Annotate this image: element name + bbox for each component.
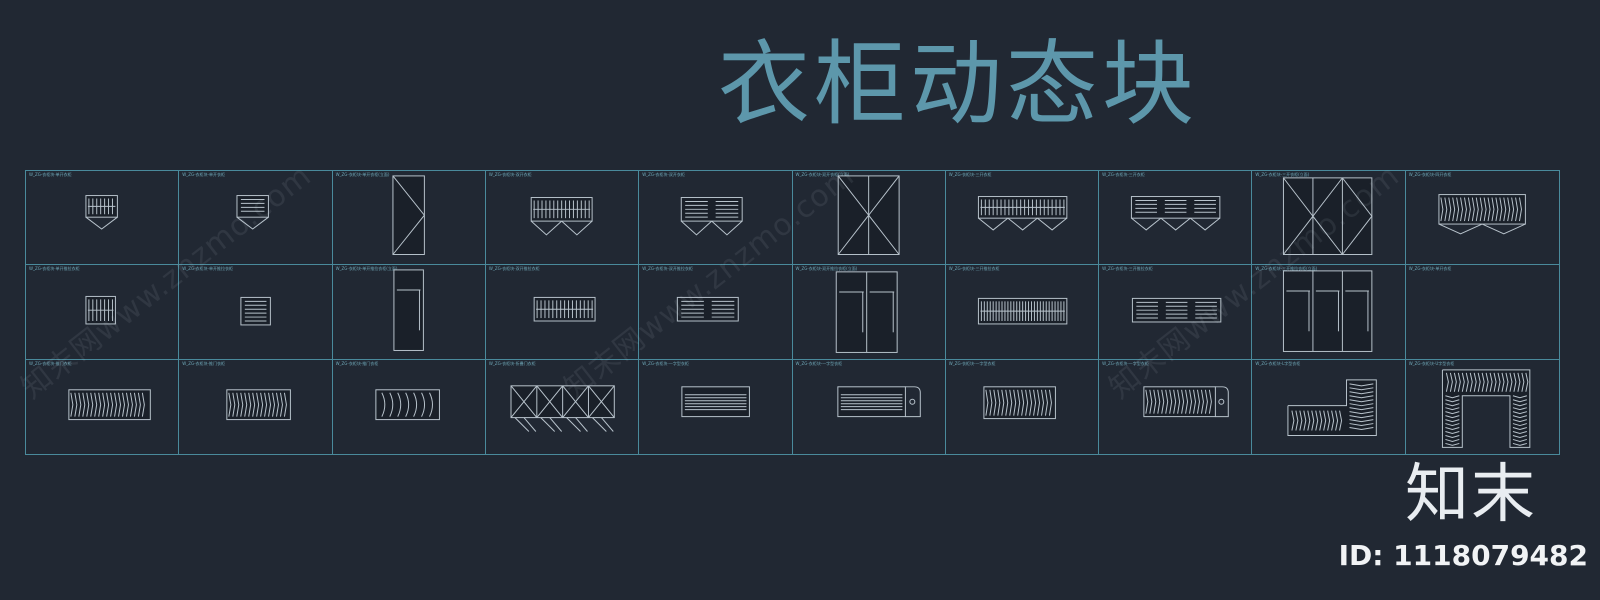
block-cell[interactable]: W_ZG-衣柜块-单开推拉衣柜 xyxy=(26,265,180,360)
block-label: W_ZG-衣柜块-三开推拉衣柜(立面) xyxy=(1255,266,1318,272)
block-label: W_ZG-衣柜块-三开推拉衣柜 xyxy=(1102,266,1153,272)
block-cell[interactable]: W_ZG-衣柜块-双开衣柜 xyxy=(639,171,793,266)
block-cell[interactable]: W_ZG-衣柜块-三开衣柜 xyxy=(945,171,1100,266)
block-cell[interactable]: W_ZG-衣柜块-双开推拉衣柜(立面) xyxy=(792,265,946,360)
block-cell[interactable]: W_ZG-衣柜块-单开推拉衣柜 xyxy=(179,265,333,360)
block-label: W_ZG-衣柜块-三开推拉衣柜 xyxy=(948,266,1000,272)
block-cell[interactable]: W_ZG-衣柜块-单开推拉衣柜(立面) xyxy=(332,265,486,360)
double-sliding-elevation-icon xyxy=(835,271,898,354)
block-cell[interactable]: W_ZG-衣柜块-推门衣柜 xyxy=(179,359,333,454)
block-label: W_ZG-衣柜块-双开推拉衣柜 xyxy=(642,266,693,272)
block-cell[interactable]: W_ZG-衣柜块-三开推拉衣柜 xyxy=(945,265,1100,360)
block-label: W_ZG-衣柜块-U字型衣柜 xyxy=(1408,360,1455,366)
arc-hangers-icon xyxy=(374,388,440,420)
block-label: W_ZG-衣柜块-单开衣柜 xyxy=(1408,266,1452,272)
wide-sliding-hangers-icon xyxy=(68,388,151,420)
triple-door-shelves-icon xyxy=(1131,196,1221,231)
block-label: W_ZG-衣柜块-双开衣柜 xyxy=(642,172,685,177)
block-cell[interactable]: W_ZG-衣柜块-三开衣柜 xyxy=(1099,171,1253,266)
single-sliding-elevation-icon xyxy=(393,269,424,352)
double-sliding-shelves-icon xyxy=(677,297,739,322)
block-cell[interactable]: W_ZG-衣柜块-单开衣柜(立面) xyxy=(332,171,486,266)
block-label: W_ZG-衣柜块-双开衣柜(立面) xyxy=(795,172,850,177)
quad-door-hangers-icon xyxy=(1438,194,1526,235)
block-label: W_ZG-衣柜块-单开衣柜(立面) xyxy=(335,172,390,177)
page-title: 衣柜动态块 xyxy=(718,31,1199,138)
block-label: W_ZG-衣柜块-L字型衣柜 xyxy=(1255,360,1301,366)
block-cell[interactable]: W_ZG-衣柜块-U字型衣柜 xyxy=(1406,360,1559,454)
block-cell[interactable]: W_ZG-衣柜块-单开衣柜 xyxy=(1405,265,1559,360)
block-cell[interactable]: W_ZG-衣柜块-一字型衣柜 xyxy=(1099,359,1253,454)
block-cell[interactable]: W_ZG-衣柜块-三开衣柜(立面) xyxy=(1252,171,1406,266)
triple-sliding-elevation-icon xyxy=(1283,270,1373,353)
block-label: W_ZG-衣柜块-四开衣柜 xyxy=(1408,172,1452,177)
block-label: W_ZG-衣柜块-单开推拉衣柜 xyxy=(29,266,80,272)
block-cell[interactable]: W_ZG-衣柜块-双开衣柜 xyxy=(485,171,640,266)
block-cell[interactable]: W_ZG-衣柜块-一字型衣柜 xyxy=(946,359,1100,454)
double-door-hangers-icon xyxy=(530,197,593,236)
single-door-elevation-icon xyxy=(392,175,425,255)
block-cell[interactable]: W_ZG-衣柜块-L字型衣柜 xyxy=(1252,359,1406,454)
block-label: W_ZG-衣柜块-三开衣柜 xyxy=(1102,172,1145,177)
triple-sliding-hangers-icon xyxy=(977,298,1068,325)
block-cell[interactable]: W_ZG-衣柜块-单开衣柜 xyxy=(26,171,180,266)
image-id-label: ID: 1118079482 xyxy=(1338,539,1588,572)
block-label: W_ZG-衣柜块-双开推拉衣柜(立面) xyxy=(795,266,858,272)
block-cell[interactable]: W_ZG-衣柜块-四开衣柜 xyxy=(1405,171,1559,266)
block-label: W_ZG-衣柜块-推门衣柜 xyxy=(29,360,72,366)
block-cell[interactable]: W_ZG-衣柜块-一字型衣柜 xyxy=(639,359,793,454)
block-label: W_ZG-衣柜块-单开衣柜 xyxy=(29,172,72,177)
block-label: W_ZG-衣柜块-单开推拉衣柜 xyxy=(182,266,233,272)
block-label: W_ZG-衣柜块-单开推拉衣柜(立面) xyxy=(335,266,398,272)
triple-door-elevation-icon xyxy=(1283,177,1373,255)
single-sliding-hangers-icon xyxy=(85,296,116,325)
block-cell[interactable]: W_ZG-衣柜块-推门衣柜 xyxy=(26,359,180,454)
straight-walkin-icon xyxy=(681,385,751,417)
brand-logo: 知末 xyxy=(1405,458,1537,532)
block-label: W_ZG-衣柜块-一字型衣柜 xyxy=(642,360,689,366)
block-label: W_ZG-衣柜块-推门衣柜 xyxy=(182,360,225,366)
block-cell[interactable]: W_ZG-衣柜块-双开推拉衣柜 xyxy=(639,265,793,360)
straight-hangers-end-icon xyxy=(1143,385,1229,417)
l-shaped-wardrobe-icon xyxy=(1287,379,1378,436)
single-door-shelves-icon xyxy=(236,195,270,230)
block-label: W_ZG-衣柜块-双开衣柜 xyxy=(488,172,532,177)
block-label: W_ZG-衣柜块-一字型衣柜 xyxy=(795,360,843,366)
block-cell[interactable]: W_ZG-衣柜块-三开推拉衣柜 xyxy=(1099,265,1253,360)
block-cell[interactable]: W_ZG-衣柜块-推门衣柜 xyxy=(333,359,486,454)
block-cell[interactable]: W_ZG-衣柜块-三开推拉衣柜(立面) xyxy=(1252,265,1406,360)
block-label: W_ZG-衣柜块-一字型衣柜 xyxy=(948,360,996,366)
single-sliding-shelves-icon xyxy=(240,297,272,326)
medium-sliding-hangers-icon xyxy=(226,388,292,420)
single-door-hangers-icon xyxy=(85,195,118,230)
triple-sliding-shelves-icon xyxy=(1132,298,1222,323)
double-door-shelves-icon xyxy=(680,197,743,236)
block-cell[interactable]: W_ZG-衣柜块-单开衣柜 xyxy=(179,171,333,266)
straight-hangers-icon xyxy=(983,385,1056,419)
folding-door-icon xyxy=(510,384,615,432)
block-label: W_ZG-衣柜块-折叠门衣柜 xyxy=(488,360,536,366)
block-label: W_ZG-衣柜块-推门衣柜 xyxy=(335,360,379,366)
block-label: W_ZG-衣柜块-三开衣柜 xyxy=(948,172,992,177)
block-cell[interactable]: W_ZG-衣柜块-双开衣柜(立面) xyxy=(792,171,946,266)
block-cell[interactable]: W_ZG-衣柜块-双开推拉衣柜 xyxy=(485,265,640,360)
u-shaped-wardrobe-icon xyxy=(1441,369,1531,448)
triple-door-hangers-icon xyxy=(977,196,1068,231)
block-label: W_ZG-衣柜块-单开衣柜 xyxy=(182,172,225,177)
empty-cell xyxy=(1406,265,1559,358)
wardrobe-block-grid: W_ZG-衣柜块-单开衣柜 W_ZG-衣柜块-单开衣柜 W_ZG-衣柜块-单开衣柜(… xyxy=(25,170,1560,455)
block-label: W_ZG-衣柜块-三开衣柜(立面) xyxy=(1255,172,1310,177)
straight-walkin-end-icon xyxy=(836,385,921,417)
block-label: W_ZG-衣柜块-一字型衣柜 xyxy=(1102,360,1149,366)
block-label: W_ZG-衣柜块-双开推拉衣柜 xyxy=(488,266,540,272)
block-cell[interactable]: W_ZG-衣柜块-一字型衣柜 xyxy=(793,359,946,454)
double-door-elevation-icon xyxy=(837,175,900,255)
block-cell[interactable]: W_ZG-衣柜块-折叠门衣柜 xyxy=(486,359,640,454)
double-sliding-hangers-icon xyxy=(533,297,596,322)
